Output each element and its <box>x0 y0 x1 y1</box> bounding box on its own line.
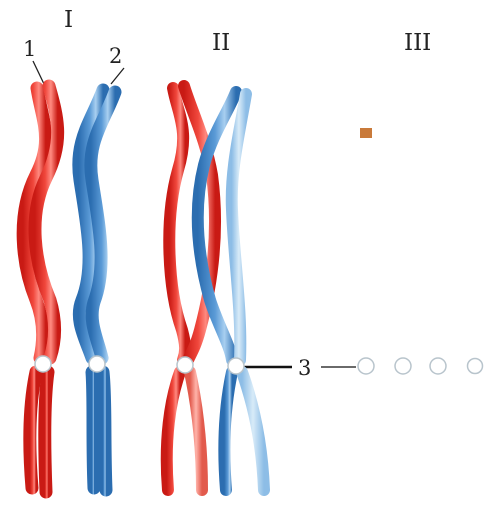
label-2: 2 <box>109 44 122 68</box>
stage-II-blue-centromere <box>228 358 244 374</box>
stage-I-blue-centromere <box>89 356 105 372</box>
stage-III-chromatid-4-centromere <box>468 359 483 374</box>
stage-III-chromatid-1-centromere <box>358 358 374 374</box>
stage-II-red-centromere <box>177 357 193 373</box>
stage-I-blue-chromatid-b-upper <box>91 92 115 358</box>
stage-II-blue-chromatid-a-lower <box>224 372 232 490</box>
label-3: 3 <box>298 356 311 380</box>
stage-III-recombinant-chromosomes <box>358 84 483 500</box>
stage-II-crossing-over <box>167 86 264 490</box>
leader-line-2 <box>111 68 124 84</box>
stage-I-red-centromere <box>35 356 51 372</box>
stage-label-I: I <box>64 7 73 33</box>
stage-III-chromatid-2-centromere <box>395 358 411 374</box>
stage-III-chromatid-3-centromere <box>430 358 446 374</box>
stage-II-red-chromatid-a-upper <box>169 88 185 360</box>
stage-I-red-chromatid-a-lower <box>30 372 36 488</box>
stage-II-red-chromatid-a-lower <box>167 372 180 490</box>
stage-I-blue-chromatid-a-lower <box>92 372 94 488</box>
stage-II-blue-chromatid-b-lower <box>242 372 264 490</box>
stage-label-II: II <box>212 30 230 56</box>
stage-label-III: III <box>404 30 431 56</box>
stage-II-red-chromatid-b-lower <box>190 372 202 490</box>
label-1: 1 <box>23 37 36 61</box>
stage-I-red-chromatid-b-lower <box>45 372 48 492</box>
stage-III-chromatid-1-band <box>360 128 372 138</box>
stage-I-bivalent <box>23 86 115 492</box>
leader-line-1 <box>33 61 44 84</box>
stage-I-blue-chromatid-b-lower <box>103 372 106 490</box>
stage-II-blue-chromatid-b-upper <box>232 94 246 360</box>
